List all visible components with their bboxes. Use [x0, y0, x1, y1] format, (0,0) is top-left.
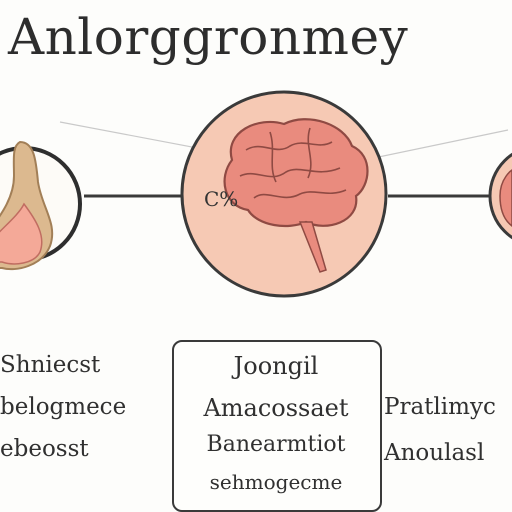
center-circle-mark: C%: [204, 187, 238, 211]
right-label-2: Anoulasl: [384, 440, 485, 466]
left-label-3: ebeosst: [0, 436, 89, 462]
gland-circle: [0, 140, 82, 271]
left-label-2: belogmece: [0, 394, 127, 420]
right-label-1: Pratlimyc: [384, 394, 496, 420]
brain-icon: [223, 118, 369, 228]
center-info-box: [172, 340, 382, 512]
brain-circle: C%: [180, 90, 388, 298]
middle-label-3: Banearmtiot: [206, 432, 346, 457]
middle-label-2: Amacossaet: [203, 394, 349, 422]
right-circle: [488, 152, 512, 240]
middle-label-1: Joongil: [233, 352, 319, 380]
left-label-1: Shniecst: [0, 352, 101, 378]
middle-label-4: sehmogecme: [209, 470, 343, 494]
page-title: Anlorggronmey: [8, 8, 409, 66]
brain-stem: [298, 221, 327, 273]
